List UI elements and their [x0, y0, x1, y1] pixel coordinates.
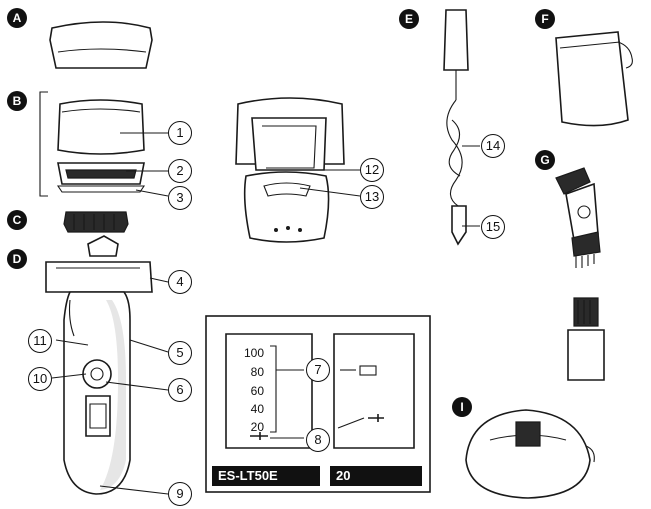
charging-stand-i — [465, 409, 595, 499]
model-label-left: ES-LT50E — [212, 466, 320, 486]
callout-8: 8 — [306, 428, 330, 452]
cleaning-brush-g — [555, 167, 601, 268]
badge-f: F — [535, 9, 555, 29]
badge-a: A — [7, 8, 27, 28]
badge-b: B — [7, 91, 27, 111]
callout-10: 10 — [28, 367, 52, 391]
callout-5: 5 — [168, 341, 192, 365]
callout-1: 1 — [168, 121, 192, 145]
badge-e: E — [399, 9, 419, 29]
callout-11: 11 — [28, 329, 52, 353]
callout-3: 3 — [168, 186, 192, 210]
callout-13: 13 — [360, 185, 384, 209]
main-body-d — [45, 235, 153, 495]
callout-12: 12 — [360, 158, 384, 182]
scale-label-100: 100 — [243, 346, 264, 360]
badge-i: I — [452, 397, 472, 417]
callout-15: 15 — [481, 215, 505, 239]
callout-4: 4 — [168, 270, 192, 294]
callout-6: 6 — [168, 378, 192, 402]
model-label-right: 20 — [330, 466, 422, 486]
callout-2: 2 — [168, 159, 192, 183]
scale-label-40: 40 — [250, 402, 264, 416]
display-inset — [205, 315, 431, 493]
scale-label-20: 20 — [250, 420, 264, 434]
badge-d: D — [7, 249, 27, 269]
badge-g: G — [535, 150, 555, 170]
pouch-f — [555, 31, 633, 127]
callout-7: 7 — [306, 358, 330, 382]
callout-9: 9 — [168, 482, 192, 506]
inner-blades-c — [63, 211, 129, 233]
ac-adaptor-e — [443, 9, 469, 246]
leader-lines — [51, 132, 480, 495]
scale-label-60: 60 — [250, 384, 264, 398]
badge-c: C — [7, 210, 27, 230]
callout-14: 14 — [481, 134, 505, 158]
outer-cover-a — [49, 21, 153, 69]
system-outer-foil-b — [39, 91, 146, 197]
scale-label-80: 80 — [250, 365, 264, 379]
oil-bottle — [567, 297, 605, 381]
